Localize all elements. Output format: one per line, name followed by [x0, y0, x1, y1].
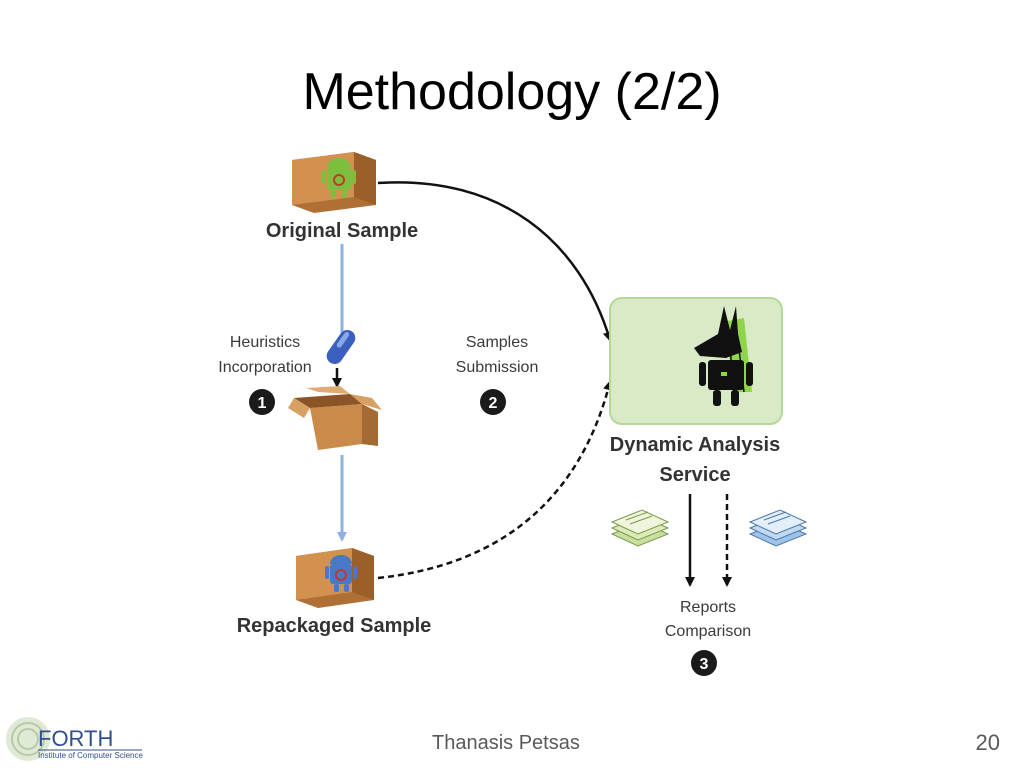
service-label-line1: Dynamic Analysis — [610, 434, 780, 456]
open-box-icon — [288, 386, 382, 450]
forth-logo-subtitle: Institute of Computer Science — [38, 751, 143, 760]
page-number: 20 — [975, 730, 1000, 755]
svg-text:3: 3 — [700, 656, 709, 673]
repackaged-sample-label: Repackaged Sample — [237, 615, 432, 637]
samples-label-line1: Samples — [466, 334, 528, 351]
footer-author: Thanasis Petsas — [432, 732, 580, 754]
svg-text:1: 1 — [258, 395, 267, 412]
service-label-line2: Service — [659, 464, 730, 486]
slide-title: Methodology (2/2) — [302, 63, 722, 121]
anubis-android-icon — [694, 306, 753, 406]
step-3-badge: 3 — [691, 650, 717, 676]
samples-label-line2: Submission — [456, 359, 539, 376]
repackaged-sample-box-icon — [296, 548, 374, 608]
heuristics-label-line2: Incorporation — [218, 359, 311, 376]
submission-arrow-original — [377, 181, 613, 342]
pill-icon — [326, 329, 356, 365]
heuristics-label-line1: Heuristics — [230, 334, 300, 351]
reports-label-line2: Comparison — [665, 623, 751, 640]
service-box — [609, 297, 783, 425]
reports-label-line1: Reports — [680, 599, 736, 616]
forth-logo: FORTH Institute of Computer Science — [6, 717, 143, 761]
original-sample-label: Original Sample — [266, 220, 418, 242]
step-2-badge: 2 — [480, 389, 506, 415]
original-sample-box-icon — [292, 152, 376, 213]
green-reports-icon — [610, 509, 670, 547]
submission-arrow-repackaged — [377, 380, 613, 580]
forth-logo-name: FORTH — [38, 726, 113, 751]
blue-reports-icon — [748, 509, 808, 547]
svg-text:2: 2 — [489, 395, 498, 412]
step-1-badge: 1 — [249, 389, 275, 415]
